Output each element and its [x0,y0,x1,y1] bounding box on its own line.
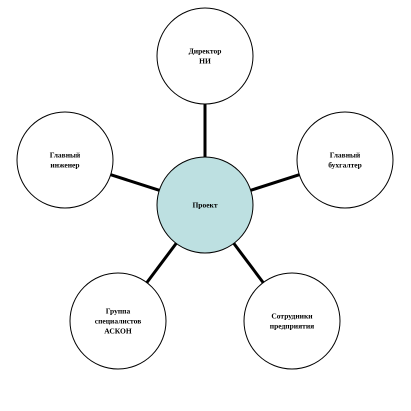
node-chief-engineer-label-line-1: Главный [50,151,81,160]
node-ascon-specialists-label-line-3: АСКОН [104,327,132,336]
node-chief-engineer-label-line-2: инженер [50,161,79,170]
node-enterprise-staff-circle [243,272,341,370]
node-chief-accountant-label-line-2: бухгалтер [328,161,362,170]
node-director-label-line-2: НИ [199,57,211,66]
node-chief-engineer-circle [16,111,114,209]
node-ascon-specialists-label-line-2: специалистов [95,317,142,326]
center-node-circle [156,156,254,254]
node-director-circle [156,7,254,105]
connector-chief-accountant [250,173,300,192]
center-node-label-line-1: Проект [192,201,217,210]
connector-enterprise-staff [232,242,265,284]
connectors [110,104,300,284]
node-director-label-line-1: Директор [189,47,222,56]
node-chief-accountant-label-line-1: Главный [330,151,361,160]
node-ascon-specialists-label-line-1: Группа [106,307,131,316]
connector-ascon-specialists [145,242,178,284]
node-enterprise-staff-label-line-2: предприятия [270,322,314,331]
node-ascon-specialists-circle [69,272,167,370]
node-enterprise-staff-label-line-1: Сотрудники [271,312,313,321]
outer-nodes: ДиректорНИГлавныйбухгалтерСотрудникипред… [16,7,394,370]
connector-chief-engineer [110,173,160,192]
node-chief-accountant-circle [296,111,394,209]
center-node: Проект [156,156,254,254]
